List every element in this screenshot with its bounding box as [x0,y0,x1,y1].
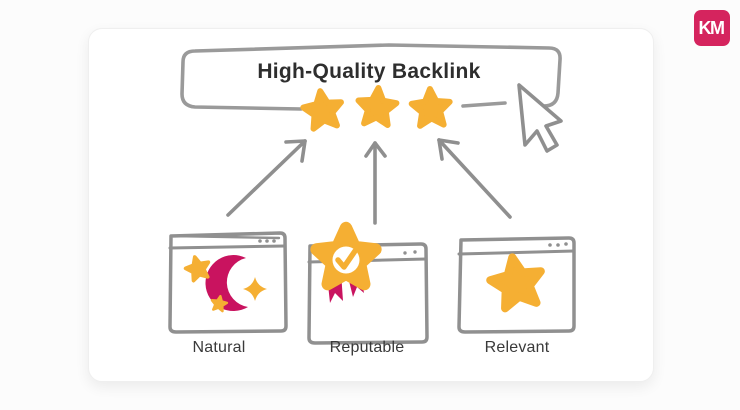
arrow-natural [226,139,307,217]
arrows [226,138,512,225]
rating-stars [301,87,450,130]
browser-window-relevant [457,236,576,334]
label-relevant: Relevant [484,339,550,356]
star-icon [411,88,451,126]
backlink-diagram [168,43,576,345]
mouse-pointer-icon [517,83,563,153]
check-icon [335,248,358,270]
label-natural: Natural [192,339,246,356]
star-icon [357,87,397,126]
label-reputable: Reputable [329,339,405,356]
window-dots [258,239,276,243]
arrow-relevant [437,138,512,219]
diagram-title: High-Quality Backlink [257,60,481,83]
moon-and-stars-icon [181,252,267,313]
browser-window-natural [168,231,288,334]
window-dots [403,250,417,255]
title-box-outline [180,43,562,111]
window-dots [548,242,568,247]
brand-logo: KM [694,10,730,46]
arrow-reputable [364,141,387,225]
browser-window-reputable [307,228,429,345]
dash-line [461,101,507,108]
illustration-card: High-Quality Backlink Natural Reputable … [88,28,654,382]
brand-monogram: KM [698,17,726,38]
award-ribbon-icon [317,228,376,303]
star-icon [301,89,344,130]
